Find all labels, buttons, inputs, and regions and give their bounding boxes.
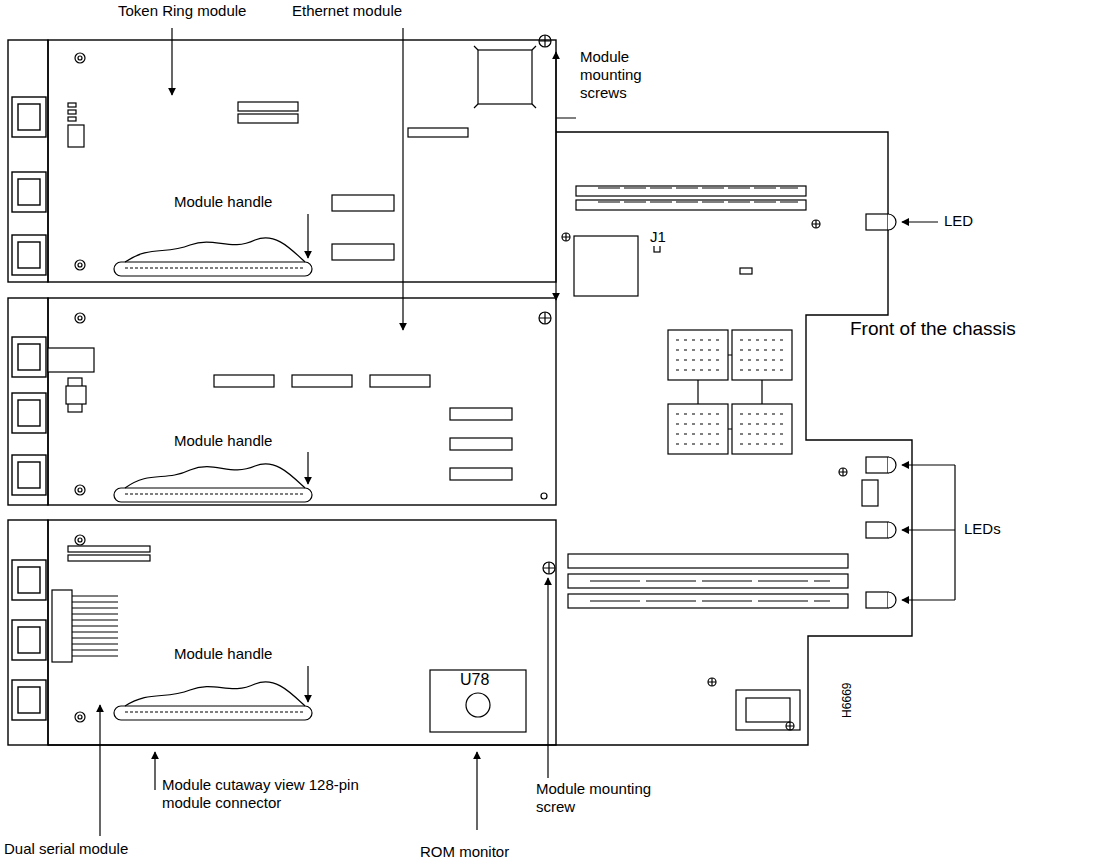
rom-label: ROM monitor (418, 843, 511, 861)
handle-label: Module handle (172, 193, 274, 211)
jumper-label: J1 (648, 228, 668, 246)
chassis-front-label: Front of the chassis (848, 318, 1018, 341)
handle-label: Module handle (172, 645, 274, 663)
chip-designator: U78 (460, 670, 489, 689)
module-label: Ethernet module (290, 2, 404, 20)
screw-label: Module mounting screw (534, 780, 678, 816)
led-label: LEDs (962, 520, 1003, 538)
module-label: Dual serial module (2, 840, 130, 858)
handle-label: Module handle (172, 432, 274, 450)
connector-label: Module cutaway view 128-pin module conne… (160, 776, 369, 812)
module-label: Token Ring module (116, 2, 248, 20)
led-label: LED (942, 212, 975, 230)
screw-label: Module mounting screws (578, 48, 668, 102)
figure-number: H6669 (841, 680, 855, 719)
